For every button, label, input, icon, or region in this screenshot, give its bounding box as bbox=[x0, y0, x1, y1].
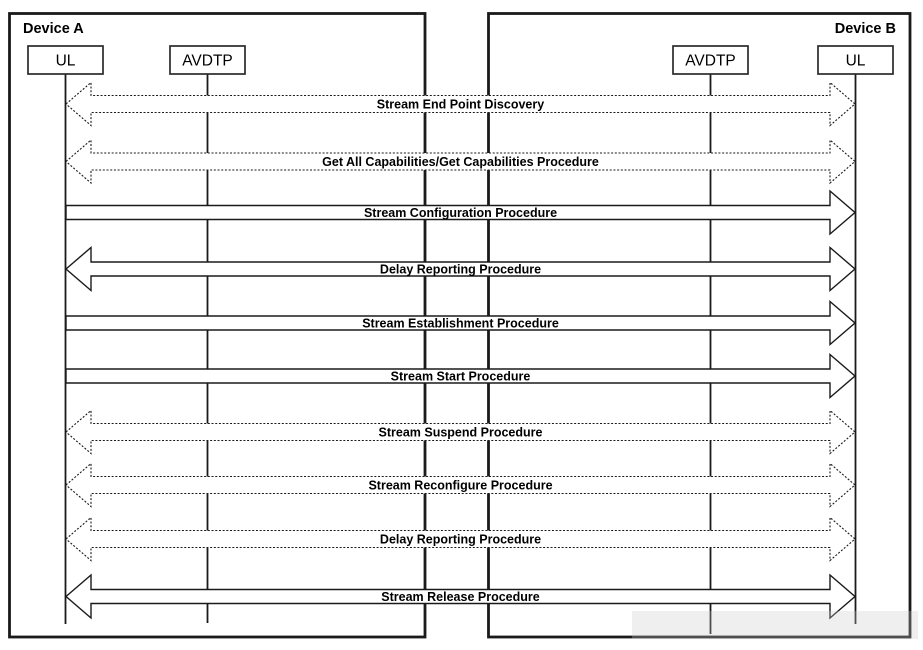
arrow-label: Stream Configuration Procedure bbox=[364, 206, 557, 220]
arrow-shape-dotted-both bbox=[65, 409, 856, 455]
arrow-shape-dotted-both bbox=[65, 462, 856, 508]
device-a-label: Device A bbox=[23, 21, 84, 37]
arrow-label: Stream Suspend Procedure bbox=[379, 426, 543, 440]
procedure-arrow: Get All Capabilities/Get Capabilities Pr… bbox=[65, 138, 856, 185]
arrow-label: Delay Reporting Procedure bbox=[380, 263, 541, 277]
arrow-shape-solid-right bbox=[65, 299, 857, 347]
device-b-label: Device B bbox=[835, 21, 896, 37]
procedure-arrow: Stream Reconfigure Procedure bbox=[65, 462, 856, 508]
arrow-label: Get All Capabilities/Get Capabilities Pr… bbox=[322, 155, 599, 169]
component-label-avdtp-a: AVDTP bbox=[182, 53, 233, 70]
component-box-avdtp-b bbox=[672, 45, 749, 75]
arrow-label: Stream Establishment Procedure bbox=[362, 317, 559, 331]
arrow-shape-solid-both bbox=[64, 245, 857, 293]
component-box-ul-b bbox=[817, 45, 894, 75]
procedure-arrow: Stream Suspend Procedure bbox=[65, 409, 856, 455]
procedure-arrow: Stream Configuration Procedure bbox=[65, 189, 857, 236]
procedure-arrow: Delay Reporting Procedure bbox=[65, 516, 856, 562]
arrow-label: Stream End Point Discovery bbox=[377, 98, 544, 112]
arrow-label: Stream Start Procedure bbox=[391, 370, 531, 384]
procedure-arrow: Stream Establishment Procedure bbox=[65, 299, 857, 347]
arrow-label: Delay Reporting Procedure bbox=[380, 533, 541, 547]
arrow-shape-dotted-both bbox=[65, 81, 856, 127]
arrow-shape-dotted-both bbox=[65, 516, 856, 562]
procedure-arrow: Stream Start Procedure bbox=[65, 352, 857, 400]
arrow-label: Stream Reconfigure Procedure bbox=[368, 479, 552, 493]
arrow-shape-solid-both bbox=[64, 573, 857, 620]
component-label-ul-a: UL bbox=[56, 53, 76, 70]
component-box-ul-a bbox=[27, 45, 104, 75]
arrow-shape-solid-right bbox=[65, 352, 857, 400]
procedure-arrow: Stream Release Procedure bbox=[64, 573, 857, 620]
arrow-label: Stream Release Procedure bbox=[381, 590, 539, 604]
watermark-smudge bbox=[632, 611, 918, 639]
component-label-ul-b: UL bbox=[846, 53, 866, 70]
component-label-avdtp-b: AVDTP bbox=[685, 53, 736, 70]
arrow-shape-dotted-both bbox=[65, 138, 856, 185]
arrow-shape-solid-right bbox=[65, 189, 857, 236]
procedure-arrow: Stream End Point Discovery bbox=[65, 81, 856, 127]
procedure-arrow: Delay Reporting Procedure bbox=[64, 245, 857, 293]
component-box-avdtp-a bbox=[169, 45, 246, 75]
